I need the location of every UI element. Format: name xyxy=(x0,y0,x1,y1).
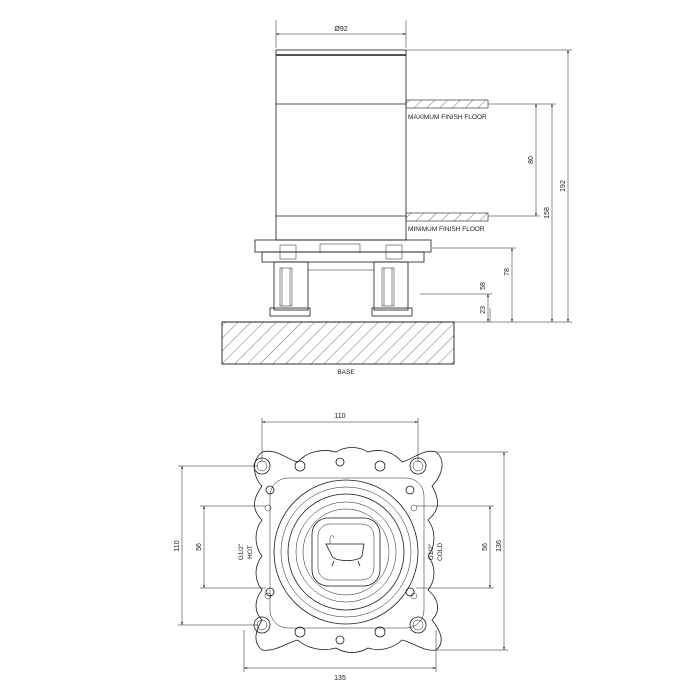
cylinder-body xyxy=(275,49,407,241)
min-floor-label: MINIMUM FINISH FLOOR xyxy=(408,226,485,233)
base-label: BASE xyxy=(337,369,355,376)
max-floor-hatch: MAXIMUM FINISH FLOOR xyxy=(405,99,556,121)
min-floor-hatch: MINIMUM FINISH FLOOR xyxy=(405,212,540,233)
hot-size: G1/2" xyxy=(238,543,245,560)
dim-80: 80 xyxy=(528,156,535,164)
cold-size: G1/2" xyxy=(428,543,435,560)
dim-left-110: 110 xyxy=(174,540,181,551)
central-rings xyxy=(273,479,419,625)
base-block: BASE xyxy=(221,321,455,376)
dim-top-110: 110 xyxy=(334,413,345,420)
height-dimensions: 80 158 192 78 58 23 xyxy=(406,49,572,323)
diameter-dimension: Ø92 xyxy=(275,20,407,48)
hot-inlet-label: G1/2" HOT xyxy=(238,543,254,560)
dim-158: 158 xyxy=(544,207,551,219)
flange-plate xyxy=(254,239,432,263)
dim-left-56: 56 xyxy=(196,543,203,551)
dim-bottom-135: 135 xyxy=(334,675,346,682)
max-floor-label: MAXIMUM FINISH FLOOR xyxy=(408,114,487,121)
diameter-label: Ø92 xyxy=(334,26,347,33)
dim-23: 23 xyxy=(480,306,487,314)
dim-right-136: 136 xyxy=(496,540,503,552)
plan-dimensions: 110 110 56 56 136 135 xyxy=(174,413,508,682)
mounting-holes xyxy=(253,457,427,645)
cold-label: COLD xyxy=(437,543,444,561)
central-cartridge xyxy=(311,517,381,587)
side-view: Ø92 MAXIMUM FINISH FLOOR MINIMUM FINISH … xyxy=(221,20,572,376)
dim-right-56: 56 xyxy=(482,543,489,551)
bathtub-icon xyxy=(325,535,365,567)
cold-inlet-label: G1/2" COLD xyxy=(428,543,444,561)
dim-58: 58 xyxy=(480,282,487,290)
hot-label: HOT xyxy=(247,545,254,559)
support-posts xyxy=(269,261,413,317)
plan-view: G1/2" HOT G1/2" COLD 110 110 56 xyxy=(174,413,508,682)
dim-192: 192 xyxy=(560,180,567,192)
dim-78: 78 xyxy=(504,268,511,276)
